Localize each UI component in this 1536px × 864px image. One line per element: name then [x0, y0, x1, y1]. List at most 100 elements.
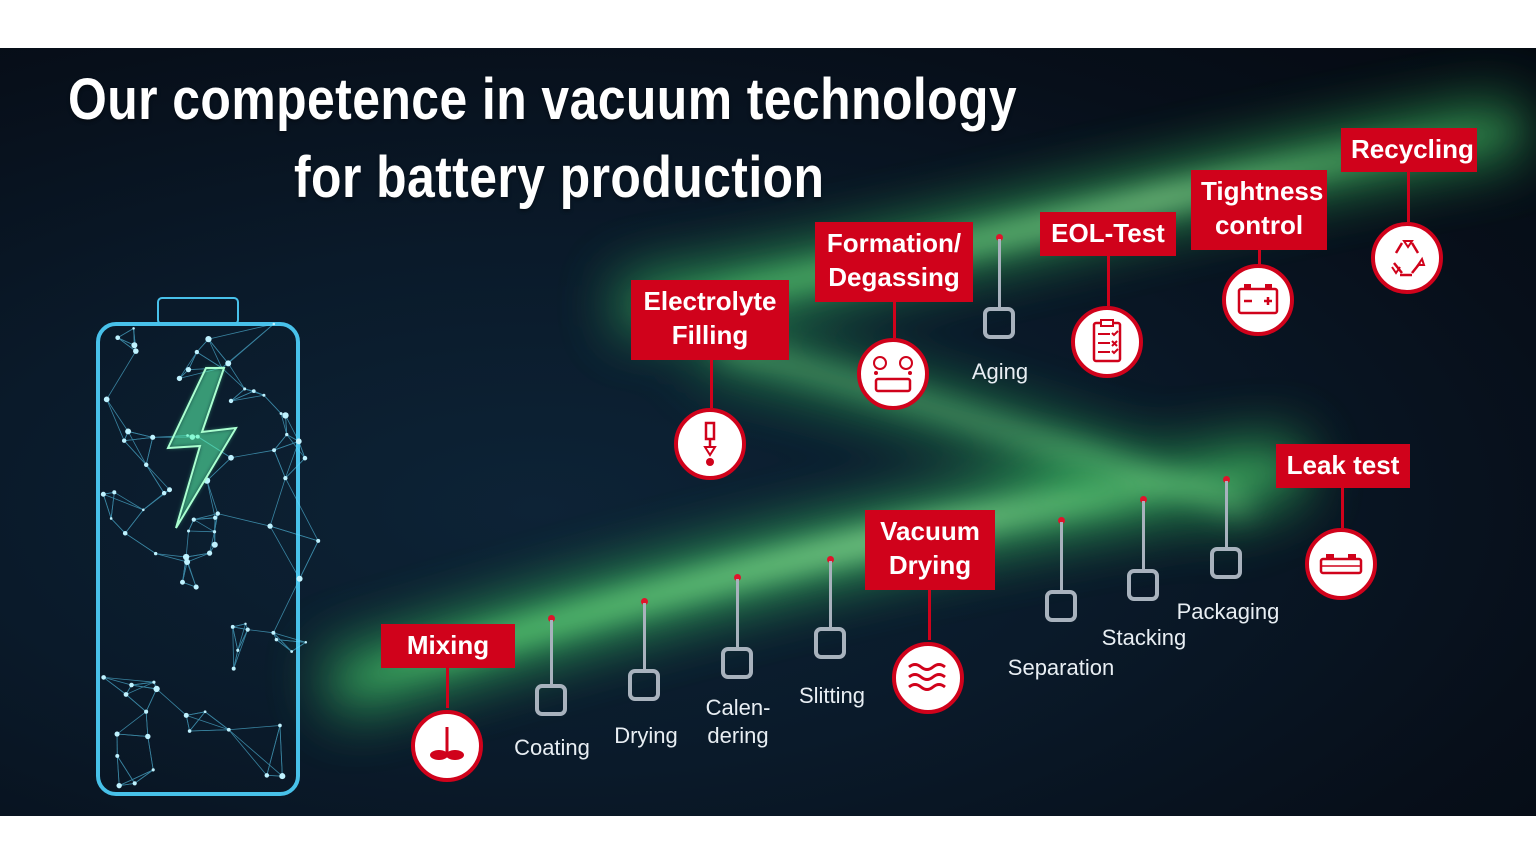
connector-line — [998, 239, 1001, 307]
connector-line — [1225, 481, 1228, 547]
mesh-line — [145, 711, 149, 737]
mesh-line — [276, 639, 292, 652]
waves-icon — [908, 663, 946, 691]
mesh-line — [106, 350, 137, 400]
mesh-line — [186, 552, 210, 563]
mesh-node — [228, 454, 234, 461]
mesh-node — [100, 491, 106, 497]
mesh-node — [161, 490, 167, 496]
mesh-line — [117, 328, 134, 339]
step-slitting: Slitting — [798, 683, 866, 708]
step-marker-dot — [548, 615, 555, 622]
battery-icon — [1237, 284, 1279, 315]
connector-line — [550, 620, 553, 684]
mesh-node — [185, 367, 192, 373]
mesh-line — [124, 532, 156, 554]
mesh-node — [272, 322, 276, 326]
mesh-node — [206, 550, 213, 556]
mesh-node — [236, 648, 240, 652]
connector-line — [736, 579, 739, 647]
mesh-line — [103, 677, 154, 683]
mesh-node — [243, 387, 247, 391]
mesh-line — [230, 449, 275, 459]
mesh-node — [203, 710, 207, 714]
mixing-icon-circle — [411, 710, 483, 782]
mesh-node — [230, 624, 235, 629]
mesh-line — [127, 431, 147, 465]
mesh-line — [233, 650, 239, 669]
mesh-node — [290, 650, 294, 653]
mesh-line — [193, 519, 215, 533]
mesh-line — [106, 399, 125, 441]
mesh-line — [206, 480, 219, 514]
mesh-line — [273, 632, 306, 643]
mesh-line — [147, 736, 154, 770]
mesh-line — [186, 711, 206, 716]
mesh-node — [103, 396, 110, 403]
mesh-line — [269, 525, 300, 579]
step-formation-degassing: Formation/ Degassing — [815, 222, 973, 302]
mesh-line — [185, 530, 189, 558]
mesh-line — [298, 441, 306, 459]
mesh-line — [217, 513, 271, 527]
mesh-node — [115, 753, 120, 758]
mesh-node — [129, 682, 134, 688]
mesh-line — [131, 684, 157, 690]
mesh-line — [208, 323, 274, 340]
mesh-node — [295, 438, 302, 445]
mesh-line — [114, 491, 144, 511]
step-calendering: Calen- dering — [705, 695, 771, 748]
connector-line — [1060, 522, 1063, 590]
electrolyte-icon-circle — [674, 408, 746, 480]
mesh-line — [237, 629, 249, 651]
step-marker-dot — [1058, 517, 1065, 524]
mesh-node — [205, 336, 212, 343]
step-marker-dot — [827, 556, 834, 563]
mesh-line — [193, 517, 216, 520]
mesh-line — [285, 415, 300, 442]
mesh-line — [145, 688, 157, 712]
mesh-line — [102, 494, 112, 519]
connector-line — [893, 302, 896, 338]
page-title-line-1: Our competence in vacuum technology — [68, 67, 1018, 132]
stacking-box-icon — [1127, 569, 1159, 601]
mesh-line — [145, 464, 170, 490]
mesh-line — [134, 769, 154, 784]
mesh-line — [206, 480, 216, 518]
mesh-line — [291, 641, 307, 652]
battery-cell-icon — [1319, 554, 1363, 575]
mesh-node — [145, 733, 151, 740]
mesh-line — [156, 688, 187, 716]
mesh-node — [144, 709, 149, 714]
mesh-node — [245, 627, 250, 632]
mesh-line — [117, 733, 148, 737]
mesh-node — [211, 541, 218, 548]
infographic-canvas: Our competence in vacuum technology for … — [0, 48, 1536, 816]
coating-box-icon — [535, 684, 567, 716]
mesh-node — [132, 327, 135, 330]
mesh-line — [230, 394, 264, 402]
mesh-node — [132, 781, 137, 786]
step-stacking: Stacking — [1101, 625, 1187, 650]
mesh-node — [115, 335, 121, 341]
mesh-node — [226, 727, 231, 732]
connector-line — [1341, 488, 1344, 528]
step-eol-test: EOL-Test — [1040, 212, 1176, 256]
mesh-node — [296, 575, 303, 582]
eol-test-icon-circle — [1071, 306, 1143, 378]
mesh-line — [155, 553, 188, 563]
leak-test-icon-circle — [1305, 528, 1377, 600]
mesh-node — [274, 637, 279, 642]
mesh-line — [273, 440, 299, 451]
mesh-node — [112, 490, 117, 495]
mesh-line — [273, 434, 288, 451]
recycle-icon — [1391, 240, 1426, 277]
mesh-line — [280, 413, 288, 435]
connector-line — [1142, 501, 1145, 569]
mesh-node — [316, 538, 321, 543]
step-drying: Drying — [614, 723, 678, 748]
step-marker-dot — [996, 234, 1003, 241]
tightness-icon-circle — [1222, 264, 1294, 336]
mesh-node — [116, 782, 122, 789]
mesh-node — [187, 529, 191, 533]
